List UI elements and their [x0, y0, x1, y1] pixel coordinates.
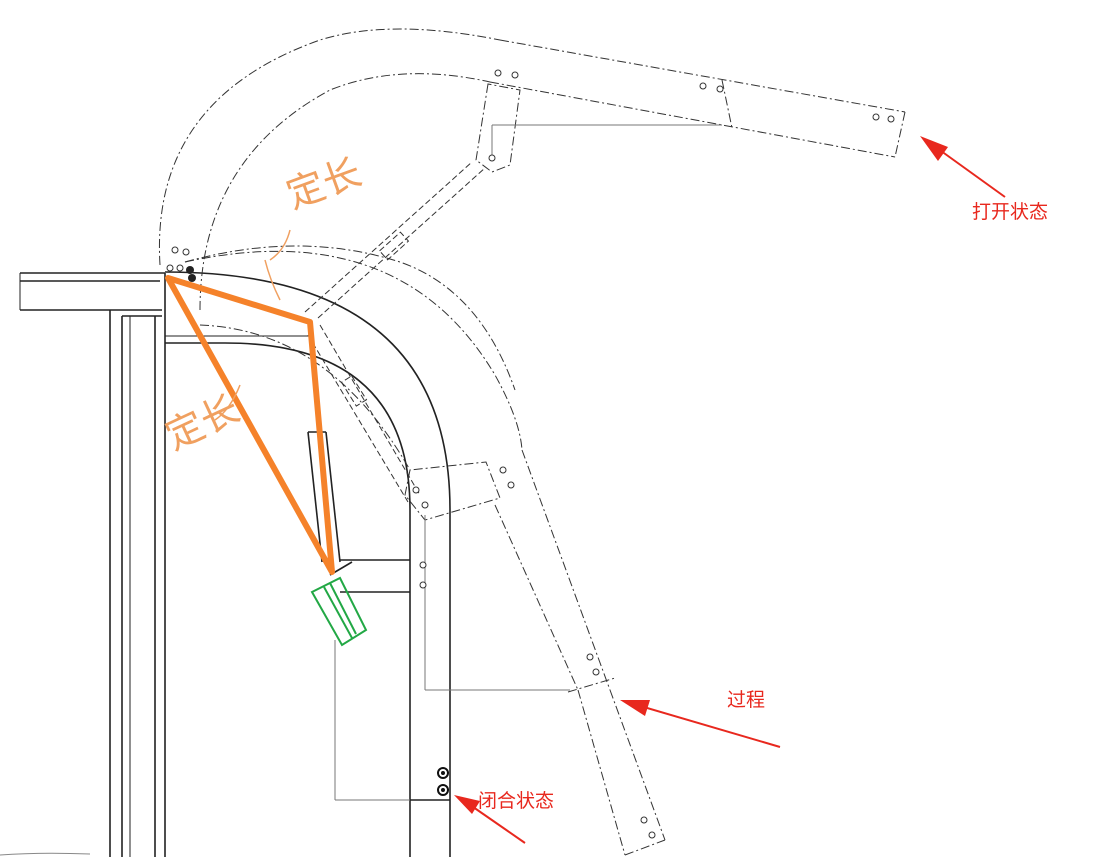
sketch-strokes — [214, 229, 291, 421]
strut-open — [304, 161, 486, 319]
hinge-pin — [186, 266, 449, 796]
process-position-outline — [184, 250, 666, 856]
handwritten-upper: 定长 — [281, 150, 367, 217]
arrow-closed-state — [454, 795, 526, 844]
edge-scribble — [0, 852, 91, 856]
hole-markers — [166, 69, 895, 839]
label-closed-state: 闭合状态 — [478, 790, 554, 812]
orange-linkage — [165, 275, 335, 575]
svg-text:定长: 定长 — [281, 150, 367, 217]
arrow-process — [620, 700, 781, 748]
label-process: 过程 — [727, 689, 765, 711]
green-slot — [310, 576, 368, 647]
arrow-open-state — [920, 136, 1006, 198]
open-reference-lines — [491, 124, 722, 155]
open-position-outline — [158, 28, 906, 391]
strut-process — [307, 324, 421, 503]
label-open-state: 打开状态 — [972, 201, 1048, 223]
frame-structure — [19, 271, 451, 857]
process-reference-lines — [424, 515, 570, 691]
